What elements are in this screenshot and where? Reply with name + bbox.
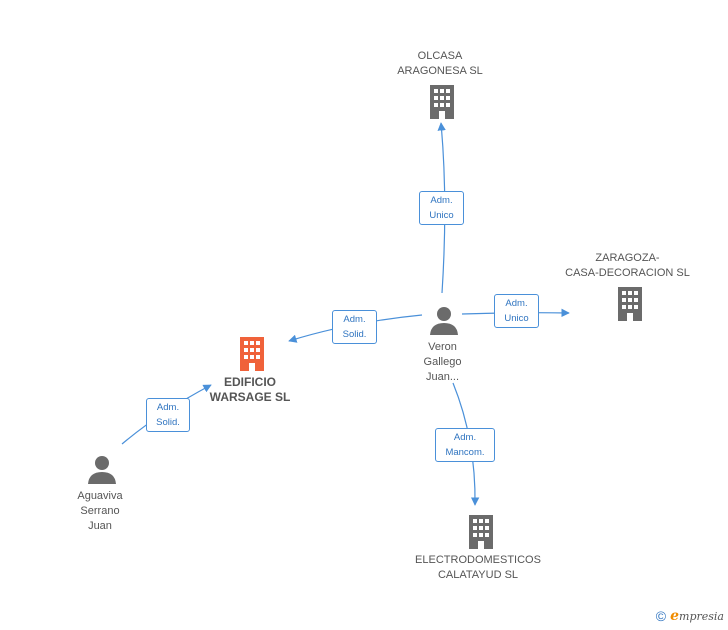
building-icon[interactable] bbox=[615, 287, 645, 321]
node-label-electro[interactable]: ELECTRODOMESTICOS CALATAYUD SL bbox=[415, 554, 541, 581]
building-icon[interactable] bbox=[237, 337, 267, 371]
person-icon[interactable] bbox=[87, 454, 117, 484]
edge-label-aguaviva-edificio[interactable]: Adm. Solid. bbox=[146, 398, 190, 432]
edge-label-veron-zaragoza[interactable]: Adm. Unico bbox=[494, 294, 539, 328]
footer-brand: © empresia bbox=[656, 608, 724, 624]
node-label-veron[interactable]: Veron Gallego Juan... bbox=[423, 341, 462, 383]
node-label-zaragoza[interactable]: ZARAGOZA- CASA-DECORACION SL bbox=[565, 252, 690, 279]
building-icon[interactable] bbox=[466, 515, 496, 549]
building-icon[interactable] bbox=[427, 85, 457, 119]
brand-logo[interactable]: empresia bbox=[670, 608, 724, 624]
node-label-edificio[interactable]: EDIFICIO WARSAGE SL bbox=[209, 375, 291, 404]
edge-label-veron-electro[interactable]: Adm. Mancom. bbox=[435, 428, 495, 462]
edge-label-veron-edificio[interactable]: Adm. Solid. bbox=[332, 310, 377, 344]
copyright-icon: © bbox=[655, 608, 667, 624]
node-label-aguaviva[interactable]: Aguaviva Serrano Juan bbox=[77, 490, 123, 532]
node-label-olcasa[interactable]: OLCASA ARAGONESA SL bbox=[397, 50, 483, 77]
person-icon[interactable] bbox=[429, 305, 459, 335]
edge-label-veron-olcasa[interactable]: Adm. Unico bbox=[419, 191, 464, 225]
